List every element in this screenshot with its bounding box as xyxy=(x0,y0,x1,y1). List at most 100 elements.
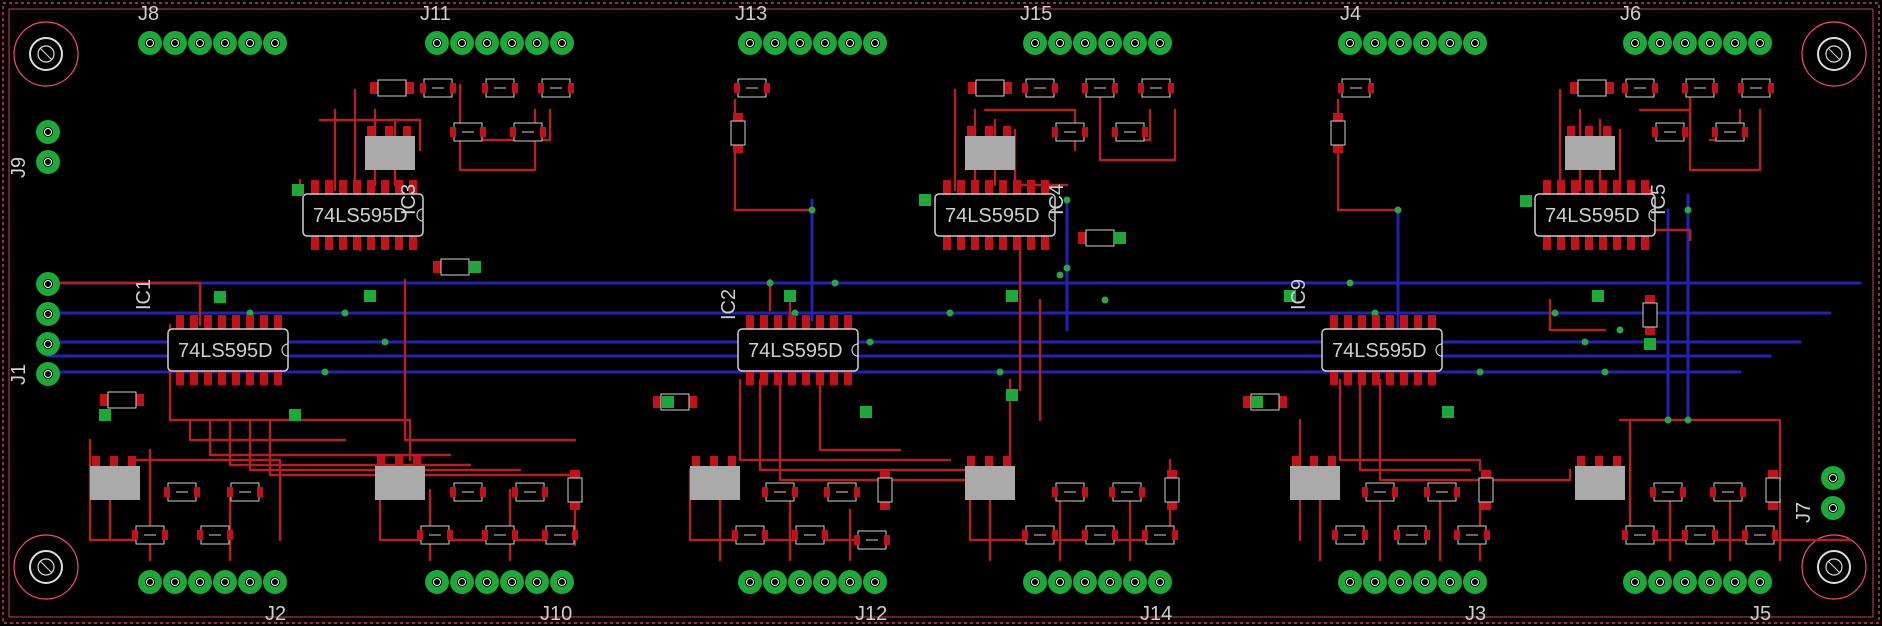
smd-cap-pad xyxy=(792,487,798,497)
header-pin-mark xyxy=(483,39,491,47)
smd-cap-pad xyxy=(132,530,138,540)
header-pin-mark xyxy=(1446,578,1454,586)
test-pad xyxy=(1006,290,1018,302)
ic-pin xyxy=(325,180,333,194)
smd-cap-pad xyxy=(1622,530,1628,540)
smd-cap-pad xyxy=(1139,487,1145,497)
header-pin-mark xyxy=(483,578,491,586)
ic-pin xyxy=(760,315,768,329)
ic-pin xyxy=(1585,180,1593,194)
header-pin-mark xyxy=(846,39,854,47)
ic-pin xyxy=(1557,180,1565,194)
ic-pin xyxy=(395,180,403,194)
smd-cap-pad xyxy=(1484,530,1490,540)
transistor-lead xyxy=(1328,456,1336,466)
smd-cap-pad xyxy=(1112,83,1118,93)
connector-label: J8 xyxy=(138,3,159,25)
smd-cap-pad xyxy=(1454,487,1460,497)
ic-pin xyxy=(339,236,347,250)
smd-cap-pad xyxy=(572,530,578,540)
via xyxy=(808,206,816,214)
mount-hole-ring xyxy=(13,21,79,87)
smd-cap-pad xyxy=(1424,530,1430,540)
smd-cap-pad xyxy=(227,487,233,497)
header-pin-mark xyxy=(433,578,441,586)
header-pin-mark xyxy=(1656,578,1664,586)
smd-cap-pad xyxy=(227,530,233,540)
resistor-pad xyxy=(1167,502,1177,510)
ic-pin xyxy=(816,315,824,329)
via xyxy=(1664,416,1672,424)
ic-pin xyxy=(1041,180,1049,194)
transistor-body xyxy=(365,136,415,170)
ic-pin xyxy=(232,315,240,329)
header-pin-mark xyxy=(246,578,254,586)
connector-label: J2 xyxy=(265,603,286,625)
test-pad xyxy=(860,406,872,418)
test-pad xyxy=(1520,195,1532,207)
header-pin-mark xyxy=(146,578,154,586)
header-pin-mark xyxy=(271,39,279,47)
via xyxy=(1101,296,1109,304)
smd-cap-pad xyxy=(1138,83,1144,93)
via xyxy=(791,309,799,317)
ic-pin xyxy=(1641,236,1649,250)
test-pad xyxy=(1644,338,1656,350)
header-pin-mark xyxy=(1106,39,1114,47)
header-pin-mark xyxy=(1631,39,1639,47)
signal-trace xyxy=(208,418,452,457)
header-pin-mark xyxy=(44,158,52,166)
smd-cap-pad xyxy=(1682,127,1688,137)
test-pad xyxy=(469,261,481,273)
resistor-body xyxy=(975,79,1005,97)
ic-pin xyxy=(1041,236,1049,250)
ic-pin xyxy=(1386,315,1394,329)
smd-cap-pad xyxy=(1650,487,1656,497)
header-pin-mark xyxy=(1446,39,1454,47)
header-pin-mark xyxy=(1829,474,1837,482)
header-pin-mark xyxy=(1346,578,1354,586)
transistor-lead xyxy=(967,456,975,466)
header-pin-mark xyxy=(1371,39,1379,47)
ic-notch xyxy=(851,343,859,357)
test-pad xyxy=(292,184,304,196)
smd-cap-pad xyxy=(1082,487,1088,497)
smd-cap-pad xyxy=(482,530,488,540)
header-pin-mark xyxy=(871,39,879,47)
smd-cap-pad xyxy=(1682,530,1688,540)
smd-cap-pad xyxy=(568,83,574,93)
smd-cap-pad xyxy=(1168,83,1174,93)
ic-pin xyxy=(246,371,254,385)
resistor-pad xyxy=(1481,502,1491,510)
ic-pin xyxy=(339,180,347,194)
via xyxy=(766,279,774,287)
mount-hole xyxy=(29,550,63,584)
smd-cap-pad xyxy=(540,127,546,137)
transistor-lead xyxy=(1577,456,1585,466)
ic-pin xyxy=(957,236,965,250)
transistor-body xyxy=(1565,136,1615,170)
mount-hole-inner xyxy=(1825,558,1843,576)
ic-pin xyxy=(1386,371,1394,385)
ic-pin xyxy=(957,180,965,194)
transistor-lead xyxy=(367,126,375,136)
ic-pin xyxy=(1641,180,1649,194)
smd-cap-pad xyxy=(194,487,200,497)
ic-pin xyxy=(844,315,852,329)
ic-pin xyxy=(1013,180,1021,194)
resistor-pad xyxy=(1279,396,1287,408)
ic-pin xyxy=(1571,236,1579,250)
signal-trace xyxy=(758,378,1002,472)
header-pin-mark xyxy=(44,310,52,318)
header-pin-mark xyxy=(171,578,179,586)
ic-pin xyxy=(971,236,979,250)
resistor-pad xyxy=(880,502,890,510)
test-pad xyxy=(289,409,301,421)
smd-cap-pad xyxy=(1712,83,1718,93)
ic-pin xyxy=(232,371,240,385)
signal-trace xyxy=(128,458,282,542)
resistor-body xyxy=(1330,120,1346,146)
header-pin-mark xyxy=(458,578,466,586)
header-pin-mark xyxy=(1471,578,1479,586)
